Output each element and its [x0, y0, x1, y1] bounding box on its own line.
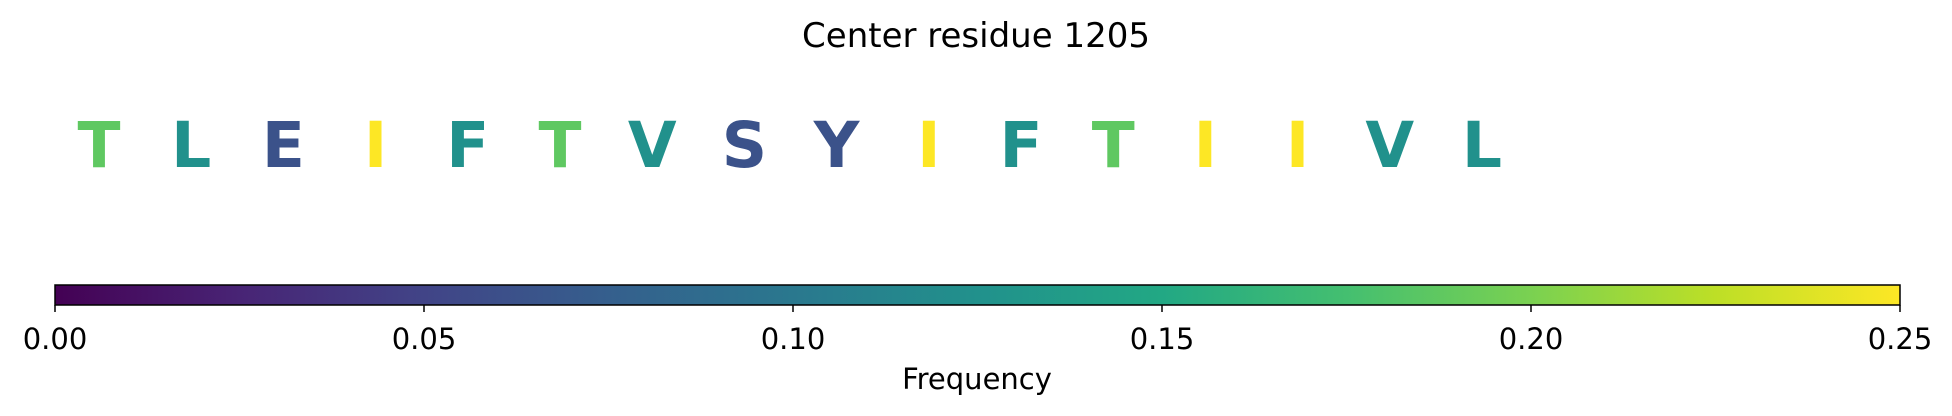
residue-letter: V — [628, 109, 677, 182]
residue-letter: S — [722, 109, 767, 182]
colorbar-tick-label: 0.20 — [1499, 322, 1564, 356]
residue-letter: F — [446, 109, 489, 182]
residue-letter: I — [917, 109, 940, 182]
colorbar-tick-label: 0.00 — [23, 322, 88, 356]
residue-letter: E — [262, 109, 305, 182]
chart-title: Center residue 1205 — [802, 16, 1150, 56]
colorbar: 0.00 0.05 0.10 0.15 0.20 0.25 Frequency — [23, 284, 1933, 396]
residue-letter: I — [1286, 109, 1309, 182]
colorbar-ticks: 0.00 0.05 0.10 0.15 0.20 0.25 — [23, 305, 1933, 356]
residue-letter: L — [171, 109, 211, 182]
residue-letter: T — [539, 109, 582, 182]
residue-letter: F — [999, 109, 1042, 182]
residue-letter: T — [1092, 109, 1135, 182]
residue-letter: L — [1462, 109, 1502, 182]
residue-letter: V — [1365, 109, 1414, 182]
residue-letter: T — [78, 109, 121, 182]
colorbar-tick-label: 0.15 — [1130, 322, 1195, 356]
colorbar-tick-label: 0.10 — [761, 322, 826, 356]
colorbar-gradient — [54, 284, 1901, 306]
residue-letter: I — [1194, 109, 1217, 182]
colorbar-tick-label: 0.25 — [1868, 322, 1933, 356]
colorbar-label: Frequency — [902, 362, 1052, 396]
residue-letter: Y — [813, 109, 861, 182]
residue-letter: I — [364, 109, 387, 182]
colorbar-tick-label: 0.05 — [392, 322, 457, 356]
